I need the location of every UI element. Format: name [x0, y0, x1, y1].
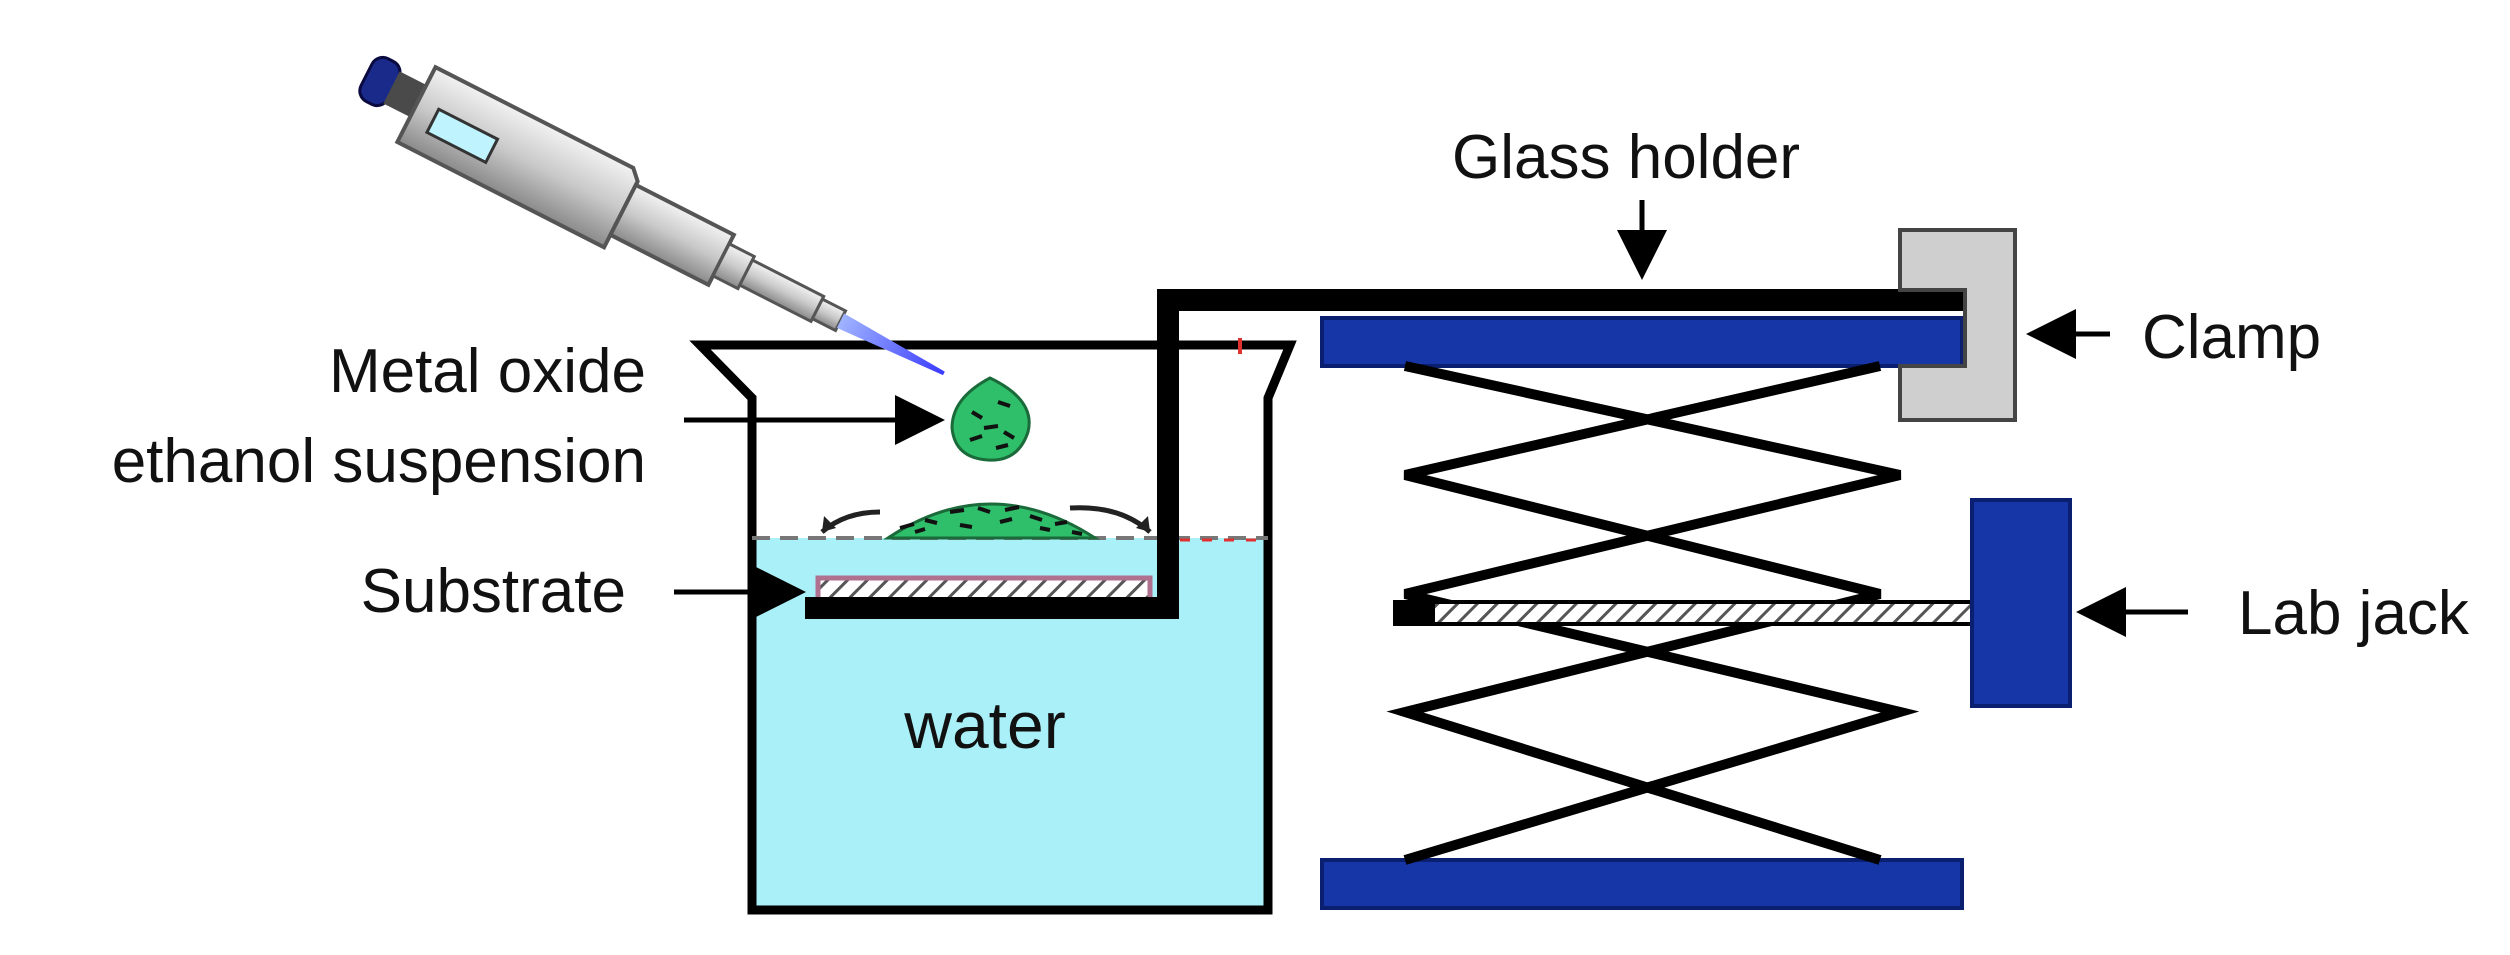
label-glass-holder: Glass holder [1452, 123, 1800, 192]
spreading-arrowhead-right [1136, 516, 1150, 532]
jack-scissor-links [1403, 361, 1920, 865]
glass-holder-rod [805, 289, 1965, 619]
label-lab-jack: Lab jack [2238, 579, 2470, 648]
jack-screw-rod [1393, 600, 1977, 626]
jack-top-plate [1320, 316, 1964, 368]
label-suspension-line2: ethanol suspension [112, 427, 646, 496]
label-substrate: Substrate [361, 557, 626, 626]
substrate-sample [815, 575, 1153, 603]
floating-oxide-film [820, 502, 1152, 540]
pipette [358, 55, 945, 376]
beaker-outline [689, 340, 1297, 915]
water-label: water [903, 688, 1065, 762]
label-clamp: Clamp [2142, 303, 2321, 372]
label-suspension-line1: Metal oxide [329, 337, 646, 406]
spreading-arrowhead-left [822, 516, 836, 532]
water [752, 538, 1268, 908]
label-lab-jack-group: Lab jack [2076, 579, 2470, 648]
lab-jack [1320, 316, 2072, 910]
beaker: water [689, 338, 1297, 915]
film-particles [899, 505, 1083, 536]
label-glass-holder-group: Glass holder [1452, 123, 1800, 280]
clamp [1898, 228, 2017, 422]
jack-screw-left-end [1395, 602, 1435, 624]
jack-knob [1970, 498, 2072, 708]
label-suspension-group: Metal oxide ethanol suspension [112, 337, 945, 496]
label-clamp-group: Clamp [2026, 303, 2321, 372]
label-substrate-group: Substrate [361, 557, 806, 626]
suspension-droplet [950, 376, 1031, 462]
jack-bottom-plate [1320, 858, 1964, 910]
